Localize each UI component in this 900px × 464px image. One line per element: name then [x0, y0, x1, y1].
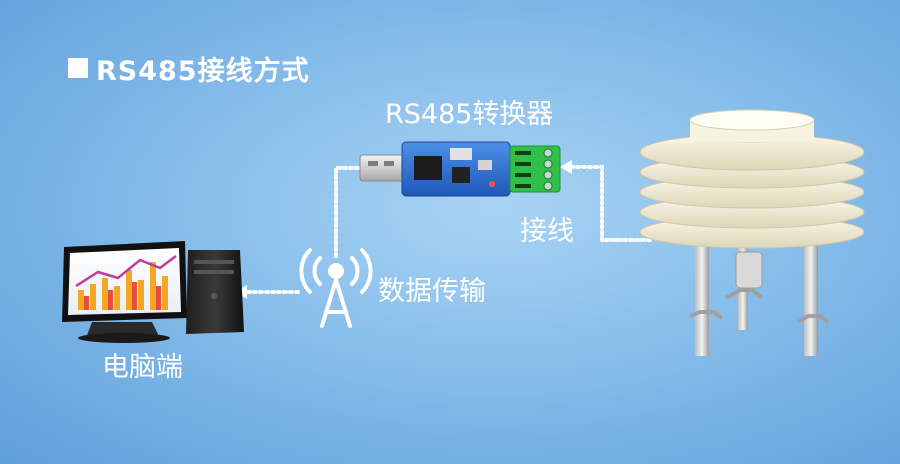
section-heading: RS485接线方式 [68, 50, 310, 87]
converter-label: RS485转换器 [385, 99, 554, 130]
data-transfer-label: 数据传输 [378, 276, 486, 307]
line-sensor-to-converter [568, 165, 652, 242]
antenna-signal-icon [299, 248, 373, 328]
arrow-left-icon [560, 160, 572, 174]
weather-shield-sensor [639, 109, 865, 356]
connection-lines [245, 165, 652, 294]
usb-rs485-converter [359, 141, 561, 197]
heading-text: RS485接线方式 [96, 55, 310, 87]
pc-label: 电脑端 [102, 352, 183, 383]
antenna-node [328, 263, 344, 279]
square-bullet-icon [68, 58, 88, 78]
computer-icon [62, 241, 244, 343]
line-converter-to-antenna [334, 166, 360, 260]
wiring-label: 接线 [520, 216, 574, 247]
